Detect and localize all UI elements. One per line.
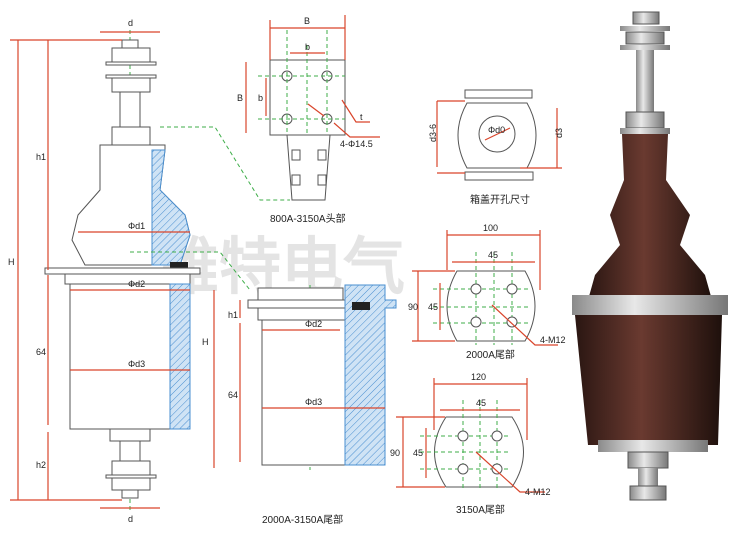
dim-d3-6: d3-6 — [428, 124, 438, 142]
3150a-holes: 4-M12 — [525, 487, 551, 497]
tail-3150a-detail: 120 45 90 45 4-M12 3150A尾部 — [390, 372, 551, 516]
dim-phi-d3: Φd3 — [128, 359, 145, 369]
dim-H: H — [8, 257, 15, 267]
3150a-dim-width: 120 — [471, 372, 486, 382]
tail-detail: h1 H 64 Φd2 Φd3 2000A-3150A尾部 — [202, 284, 397, 526]
head-detail: B b B b t 4-Φ14.5 800A-3150A头部 — [237, 15, 380, 225]
dim-b-top: b — [305, 42, 310, 52]
dim-h2: h2 — [36, 460, 46, 470]
2000a-dim-hole-spacing-h: 45 — [488, 250, 498, 260]
dim-64: 64 — [36, 347, 46, 357]
dim-phi-d0: Φd0 — [488, 125, 505, 135]
tail-caption: 2000A-3150A尾部 — [262, 513, 343, 526]
2000a-dim-width: 100 — [483, 223, 498, 233]
tail-2000a-detail: 100 45 90 45 4-M12 2000A尾部 — [408, 223, 566, 361]
3150a-caption: 3150A尾部 — [456, 503, 505, 516]
cover-hole-detail: Φd0 d3-6 d3 箱盖开孔尺寸 — [428, 89, 564, 206]
dim-d-bottom: d — [128, 514, 133, 524]
tail-dim-H: H — [202, 337, 209, 347]
tail-dim-phi-d2: Φd2 — [305, 319, 322, 329]
dim-h1: h1 — [36, 152, 46, 162]
dim-t: t — [360, 112, 363, 122]
tail-dim-phi-d3: Φd3 — [305, 397, 322, 407]
tail-dim-64: 64 — [228, 390, 238, 400]
2000a-caption: 2000A尾部 — [466, 348, 515, 361]
cover-caption: 箱盖开孔尺寸 — [470, 193, 530, 206]
3150a-dim-hole-spacing-h: 45 — [476, 398, 486, 408]
3150a-dim-height: 90 — [390, 448, 400, 458]
dim-phi-d2: Φd2 — [128, 279, 145, 289]
2000a-holes: 4-M12 — [540, 335, 566, 345]
dim-phi-d1: Φd1 — [128, 221, 145, 231]
head-caption: 800A-3150A头部 — [270, 212, 346, 225]
dim-holes: 4-Φ14.5 — [340, 139, 373, 149]
dim-d-top: d — [128, 18, 133, 28]
main-bushing-drawing: d d H h1 64 h2 Φd1 Φd2 Φd3 — [8, 18, 290, 524]
dim-B-left: B — [237, 93, 243, 103]
dim-B-top: B — [304, 16, 310, 26]
tail-dim-h1: h1 — [228, 310, 238, 320]
3150a-dim-hole-spacing-v: 45 — [413, 448, 423, 458]
dim-d3: d3 — [554, 128, 564, 138]
bushing-photo — [572, 11, 728, 501]
2000a-dim-hole-spacing-v: 45 — [428, 302, 438, 312]
2000a-dim-height: 90 — [408, 302, 418, 312]
dim-b-left: b — [258, 93, 263, 103]
